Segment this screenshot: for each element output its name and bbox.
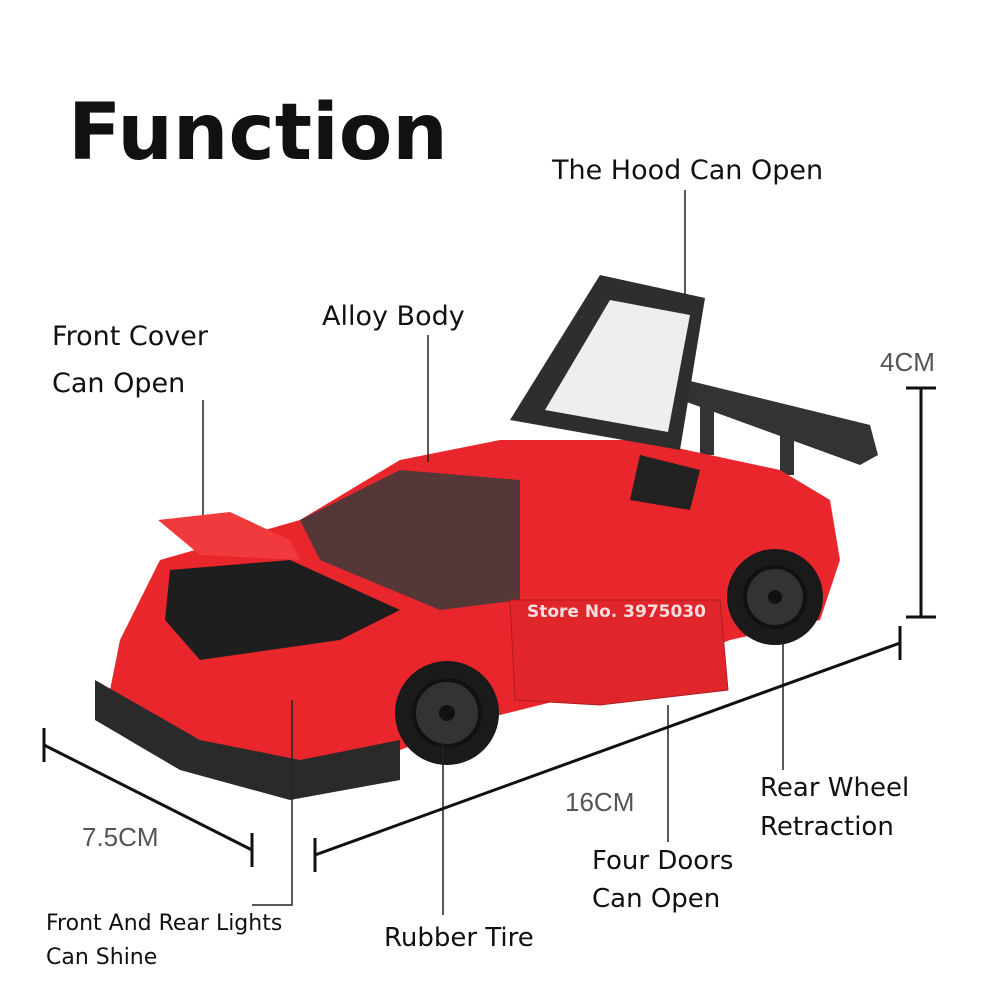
car-body <box>95 440 840 800</box>
length-dimension: 16CM <box>565 787 635 817</box>
rear-wheel-label-line1: Rear Wheel <box>760 773 910 803</box>
front-cover-label-line2: Can Open <box>52 368 186 399</box>
rear-wheel-label-line2: Retraction <box>760 812 894 842</box>
hood-label: The Hood Can Open <box>552 155 824 186</box>
lights-label-line1: Front And Rear Lights <box>46 911 283 936</box>
page-title: Function <box>68 88 448 178</box>
dimension-lines <box>42 386 936 872</box>
rear-wheel <box>727 549 823 645</box>
store-watermark: Store No. 3975030 <box>527 602 706 622</box>
lights-label-line2: Can Shine <box>46 945 158 970</box>
alloy-body-label: Alloy Body <box>322 301 465 332</box>
height-dimension: 4CM <box>880 347 935 377</box>
width-dimension: 7.5CM <box>82 822 159 852</box>
rubber-tire-label: Rubber Tire <box>384 923 534 953</box>
front-wheel <box>395 661 499 765</box>
doors-label-line1: Four Doors <box>592 846 734 876</box>
doors-label-line2: Can Open <box>592 884 721 914</box>
front-cover-label-line1: Front Cover <box>52 321 208 352</box>
open-hood <box>510 275 705 450</box>
